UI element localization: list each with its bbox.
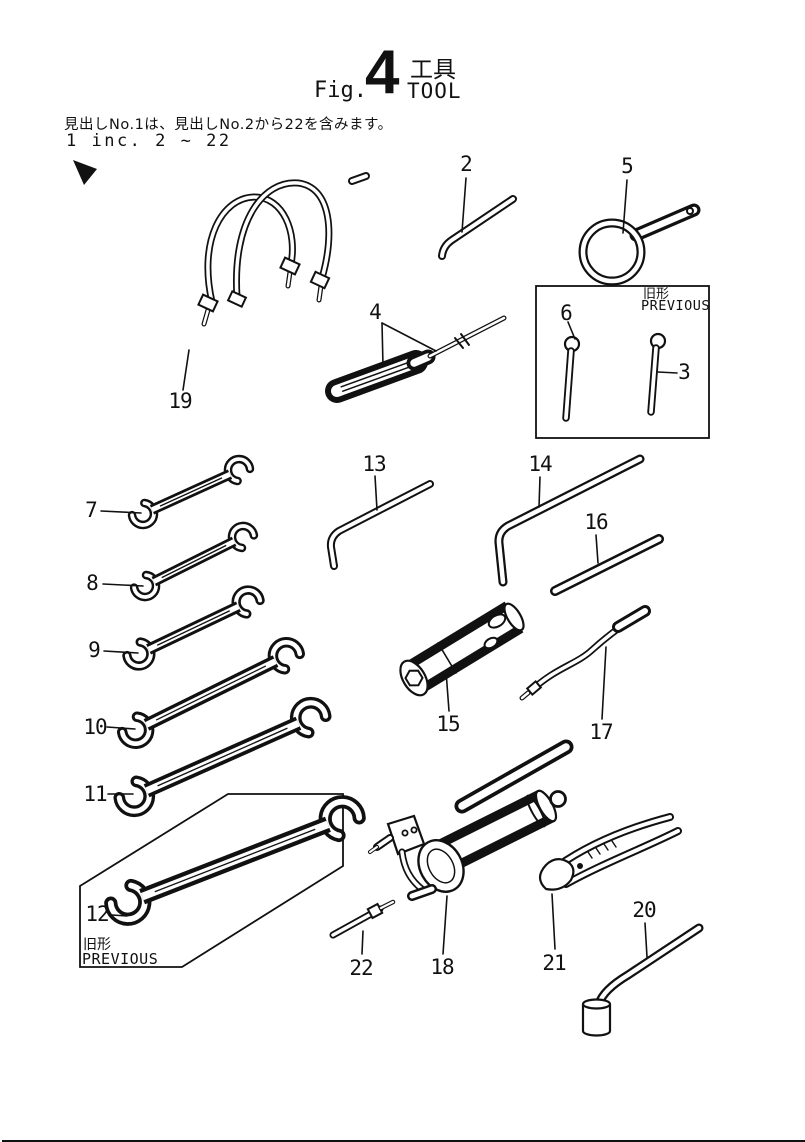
tool-20-socket-wrench [581,923,704,1037]
figure-number: 4 [365,38,400,107]
tool-21-pliers [538,813,682,891]
tool-19-bag [197,172,370,327]
previous-box-top-right-label-en: PREVIOUS [641,298,711,314]
note-japanese: 見出しNo.1は、見出しNo.2から22を含みます。 [64,117,393,133]
part-callout-5: 5 [621,154,634,178]
figure-title-en: TOOL [407,79,462,103]
part-callout-19: 19 [168,389,192,413]
tool-17-flex-handle [519,605,651,701]
previous-box-top-right-label-ja: 旧形 [643,287,670,302]
part-callout-8: 8 [86,571,99,595]
figure-title-ja: 工具 [410,57,456,83]
tool-11-wrench [113,696,332,818]
part-callout-20: 20 [632,898,656,922]
tool-10-wrench [116,637,306,749]
part-callout-21: 21 [542,951,566,975]
previous-box-bottom-left [79,793,344,968]
part-callout-4: 4 [369,300,382,324]
part-callout-10: 10 [83,715,107,739]
part-callout-15: 15 [436,712,460,736]
tool-6-pin [562,335,581,422]
tool-12-wrench [104,795,366,926]
part-callout-7: 7 [85,498,98,522]
part-callout-16: 16 [584,510,608,534]
part-callout-3: 3 [678,360,691,384]
tool-2-rod [438,195,517,260]
part-callout-11: 11 [83,782,107,806]
tool-8-wrench [129,521,259,602]
previous-box-bottom-left-label-ja: 旧形 [83,937,111,953]
tool-13-hex-key [326,480,434,570]
tool-16-bar [550,534,664,596]
tool-4-screwdriver [325,315,507,403]
part-callout-13: 13 [362,452,386,476]
tool-7-wrench [127,454,255,530]
tool-22-nipple [329,899,396,939]
tool-14-hex-key [494,454,645,587]
previous-box-top-right [535,285,710,439]
figure-prefix: Fig. [314,78,367,103]
tool-9-wrench [122,585,265,671]
part-callout-14: 14 [528,452,552,476]
part-callout-12: 12 [85,902,109,926]
part-callout-18: 18 [430,955,454,979]
tool-3-pin [647,332,667,416]
tool-15-plug-wrench [399,601,525,697]
part-callout-2: 2 [460,152,473,176]
tool-18-grease-gun [368,739,574,901]
tool-5-ring-spanner [578,203,701,286]
part-callout-9: 9 [88,638,101,662]
index-arrow-icon [73,160,97,185]
part-callout-22: 22 [349,956,373,980]
part-callout-6: 6 [560,301,573,325]
scan-edge-line [2,1140,805,1142]
part-callout-17: 17 [589,720,613,744]
previous-box-bottom-left-label-en: PREVIOUS [82,950,159,968]
note-includes: 1 inc. 2 ~ 22 [66,131,232,151]
leader-lines [100,177,678,958]
